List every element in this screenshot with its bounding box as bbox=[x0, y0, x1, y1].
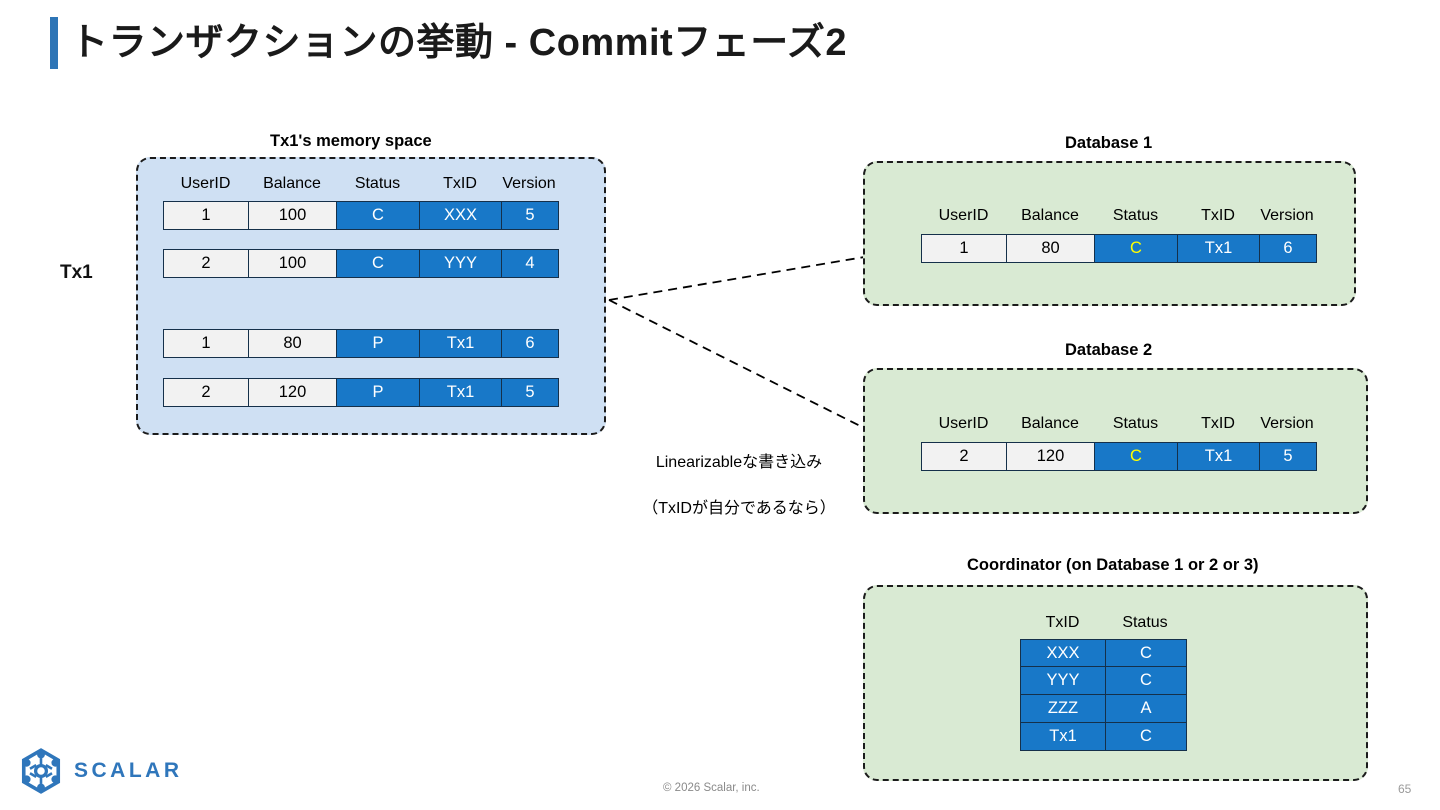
cell-status: C bbox=[1095, 443, 1178, 470]
table-row: 2 120 C Tx1 5 bbox=[921, 442, 1317, 471]
cell-version: 4 bbox=[502, 250, 558, 277]
coordinator-table: TxID Status XXX C YYY C ZZZ A Tx1 C bbox=[1020, 613, 1187, 751]
header-status: Status bbox=[1112, 207, 1159, 224]
cell-userid: 2 bbox=[164, 250, 249, 277]
cell-txid: Tx1 bbox=[1178, 443, 1260, 470]
cell-status: P bbox=[337, 379, 420, 406]
database1-caption: Database 1 bbox=[1065, 134, 1153, 152]
annotation-line-2: （TxIDが自分であるなら） bbox=[642, 500, 836, 517]
header-txid: TxID bbox=[1045, 614, 1080, 631]
annotation-line-1: Linearizableな書き込み bbox=[655, 454, 823, 471]
header-userid: UserID bbox=[938, 415, 989, 432]
database1-box bbox=[863, 161, 1356, 306]
header-userid: UserID bbox=[180, 175, 231, 192]
header-status: Status bbox=[1112, 415, 1159, 432]
memory-space-table: UserID Balance Status TxID Version 1 100… bbox=[163, 174, 559, 407]
header-version: Version bbox=[1260, 415, 1314, 432]
table-row: YYY C bbox=[1020, 667, 1187, 695]
cell-status: A bbox=[1106, 695, 1186, 722]
table-header-row: UserID Balance Status TxID Version bbox=[921, 414, 1315, 434]
cell-version: 5 bbox=[502, 202, 558, 229]
title-accent-bar bbox=[50, 17, 58, 69]
cell-balance: 80 bbox=[249, 330, 337, 357]
cell-status: C bbox=[337, 202, 420, 229]
cell-txid: YYY bbox=[1021, 667, 1106, 694]
cell-balance: 120 bbox=[1007, 443, 1095, 470]
table-row: 2 120 P Tx1 5 bbox=[163, 378, 559, 407]
memory-space-caption: Tx1's memory space bbox=[270, 132, 432, 150]
header-balance: Balance bbox=[1021, 207, 1079, 224]
cell-balance: 100 bbox=[249, 250, 337, 277]
header-status: Status bbox=[354, 175, 401, 192]
page-number: 65 bbox=[1398, 782, 1412, 796]
cell-txid: Tx1 bbox=[420, 330, 502, 357]
cell-userid: 2 bbox=[922, 443, 1007, 470]
table-header-row: UserID Balance Status TxID Version bbox=[163, 174, 557, 194]
annotation-linearizable-write: Linearizableな書き込み （TxIDが自分であるなら） bbox=[629, 428, 849, 543]
cell-userid: 1 bbox=[164, 330, 249, 357]
cell-balance: 100 bbox=[249, 202, 337, 229]
cell-version: 5 bbox=[502, 379, 558, 406]
cell-txid: ZZZ bbox=[1021, 695, 1106, 722]
cell-version: 6 bbox=[1260, 235, 1316, 262]
cell-txid: Tx1 bbox=[1178, 235, 1260, 262]
header-balance: Balance bbox=[1021, 415, 1079, 432]
cell-txid: XXX bbox=[420, 202, 502, 229]
cell-userid: 2 bbox=[164, 379, 249, 406]
brand-logo: SCALAR bbox=[18, 748, 183, 794]
cell-version: 5 bbox=[1260, 443, 1316, 470]
table-row: Tx1 C bbox=[1020, 723, 1187, 751]
header-version: Version bbox=[502, 175, 556, 192]
table-row: 1 100 C XXX 5 bbox=[163, 201, 559, 230]
database1-table: UserID Balance Status TxID Version 1 80 … bbox=[921, 206, 1317, 263]
table-row: ZZZ A bbox=[1020, 695, 1187, 723]
header-txid: TxID bbox=[1201, 415, 1235, 432]
table-header-row: TxID Status bbox=[1020, 613, 1185, 633]
cell-txid: YYY bbox=[420, 250, 502, 277]
cell-version: 6 bbox=[502, 330, 558, 357]
cell-txid: Tx1 bbox=[1021, 723, 1106, 750]
database2-table: UserID Balance Status TxID Version 2 120… bbox=[921, 414, 1317, 471]
table-row: 1 80 P Tx1 6 bbox=[163, 329, 559, 358]
table-row: XXX C bbox=[1020, 639, 1187, 667]
cell-txid: Tx1 bbox=[420, 379, 502, 406]
table-header-row: UserID Balance Status TxID Version bbox=[921, 206, 1315, 226]
cell-status: C bbox=[1106, 640, 1186, 666]
cell-userid: 1 bbox=[922, 235, 1007, 262]
brand-logo-text: SCALAR bbox=[74, 759, 183, 782]
cell-balance: 120 bbox=[249, 379, 337, 406]
cell-status: P bbox=[337, 330, 420, 357]
table-row: 2 100 C YYY 4 bbox=[163, 249, 559, 278]
cell-status: C bbox=[1095, 235, 1178, 262]
cell-balance: 80 bbox=[1007, 235, 1095, 262]
table-row: 1 80 C Tx1 6 bbox=[921, 234, 1317, 263]
cell-userid: 1 bbox=[164, 202, 249, 229]
header-status: Status bbox=[1122, 614, 1168, 631]
database2-caption: Database 2 bbox=[1065, 341, 1153, 359]
header-txid: TxID bbox=[1201, 207, 1235, 224]
header-balance: Balance bbox=[263, 175, 321, 192]
coordinator-caption: Coordinator (on Database 1 or 2 or 3) bbox=[967, 556, 1259, 574]
header-txid: TxID bbox=[443, 175, 477, 192]
cell-status: C bbox=[1106, 667, 1186, 694]
header-userid: UserID bbox=[938, 207, 989, 224]
cell-status: C bbox=[337, 250, 420, 277]
page-title: トランザクションの挙動 - Commitフェーズ2 bbox=[70, 22, 847, 64]
header-version: Version bbox=[1260, 207, 1314, 224]
cell-txid: XXX bbox=[1021, 640, 1106, 666]
copyright-text: © 2026 Scalar, inc. bbox=[663, 782, 760, 794]
actor-label-tx1: Tx1 bbox=[60, 262, 93, 283]
database2-box bbox=[863, 368, 1368, 514]
scalar-hexagon-icon bbox=[21, 748, 61, 794]
cell-status: C bbox=[1106, 723, 1186, 750]
